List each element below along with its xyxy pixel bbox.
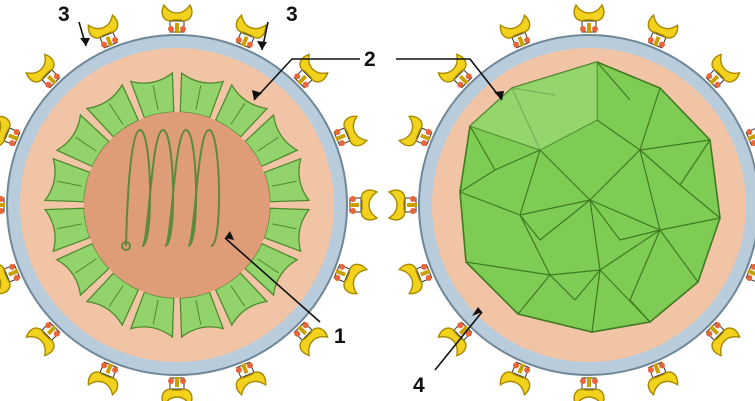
glycoprotein-spike: [574, 377, 604, 401]
glycoprotein-spike: [162, 377, 192, 401]
virion-right: [389, 5, 755, 401]
core-left: [84, 112, 270, 298]
virion-left: [0, 5, 377, 401]
label-envelope: 4: [413, 374, 425, 397]
label-nucleic-acid: 1: [334, 325, 346, 348]
label-glycoprotein-left: 3: [58, 3, 70, 26]
glycoprotein-spike: [389, 190, 417, 220]
glycoprotein-spike: [574, 5, 604, 33]
label-capsid: 2: [364, 48, 376, 71]
glycoprotein-spike: [0, 190, 5, 220]
label-glycoprotein-right: 3: [286, 3, 298, 26]
glycoprotein-spike: [349, 190, 377, 220]
glycoprotein-spike: [162, 5, 192, 33]
